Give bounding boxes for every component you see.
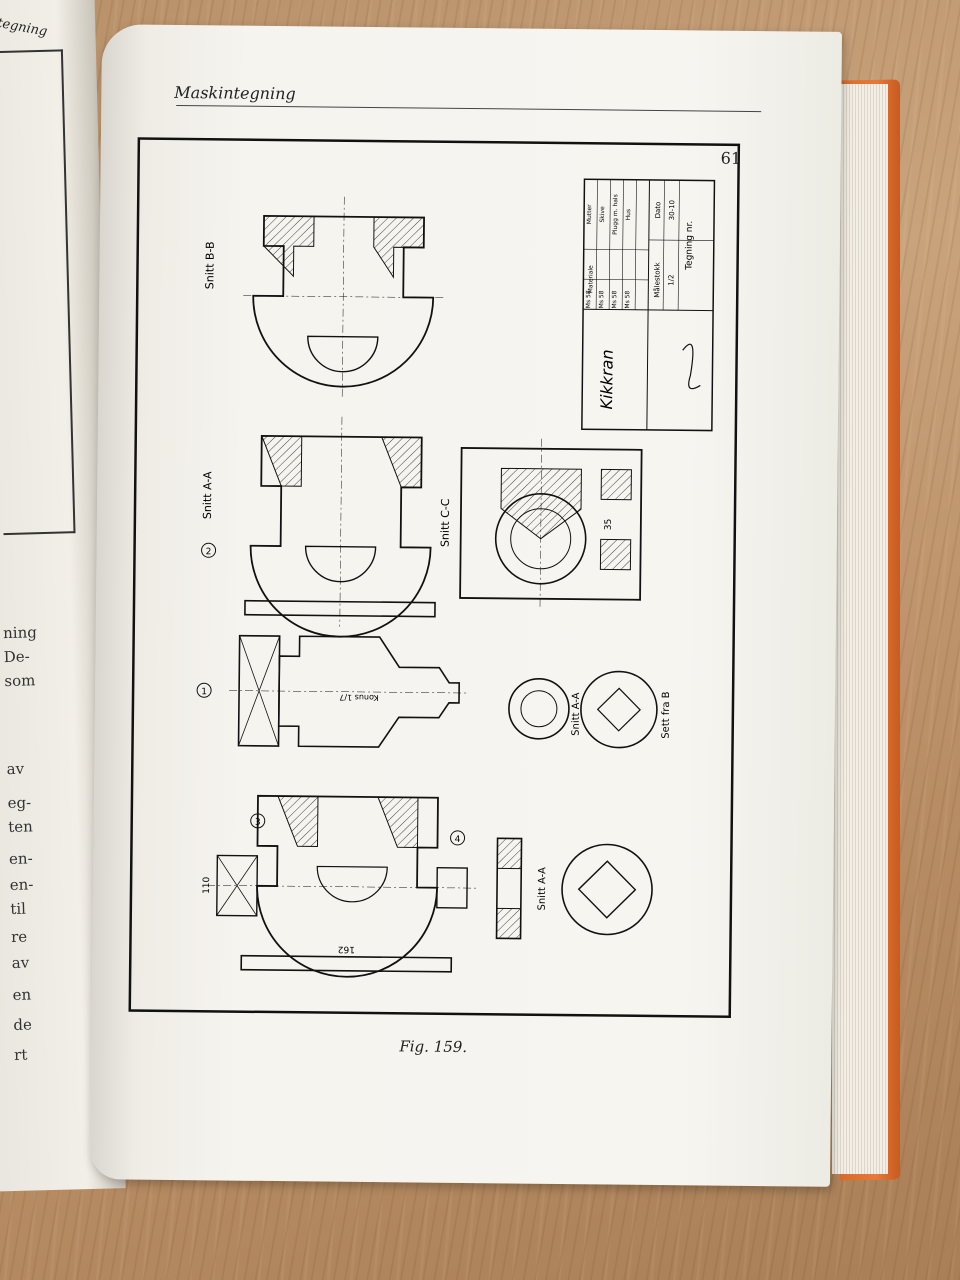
label-plug-konus: Konus 1/7 [339,693,379,702]
left-page-text-fragment: eg- [7,793,32,813]
left-page-text-fragment: til [10,899,27,919]
figure-caption: Fig. 159. [399,1037,468,1057]
book-page-edges [832,84,888,1174]
label-snitt-cc: Snitt C-C [439,498,453,547]
dim-cc-35: 35 [604,519,614,531]
title-block-material-label: Materiale [587,265,594,293]
signature [682,343,701,390]
label-washer-aa: Snitt A-A [537,867,548,911]
left-page-drawing-fragment [0,49,76,536]
technical-drawing: Kikkran Tegning nr. Dato 30-10 Målestokk… [128,137,741,1019]
left-page-header: integning [0,13,49,40]
title-block-title: Kikkran [597,349,617,409]
section-bb-view: Snitt B-B [203,196,444,397]
title-block: Kikkran Tegning nr. Dato 30-10 Målestokk… [581,178,716,432]
left-page-text-fragment: rt [13,1045,28,1064]
drawing-frame [128,137,741,1019]
label-sett-b: Sett fra B [661,691,672,739]
title-block-date: 30-10 [668,200,676,220]
section-aa-view: Snitt A-A 2 [201,416,436,638]
washer-view: Snitt A-A [495,837,653,940]
parts-row-name: Plugg m. hals [612,194,619,235]
left-page-text-fragment: de [13,1015,33,1034]
left-page-text-fragment: De- [3,647,30,667]
parts-row-name: Mutter [586,204,593,224]
title-block-scale: 1/2 [667,274,675,285]
parts-row-material: Ms 58 [585,290,592,308]
right-page: Maskintegning 61 Kikkran Tegning nr. Dat… [89,24,843,1187]
title-block-date-label: Dato [654,202,662,219]
dim-assembly-110: 110 [202,876,212,894]
parts-row-name: Skive [599,206,606,223]
running-head: Maskintegning [174,82,296,104]
plug-end-view: Snitt A-A Sett fra B [508,670,672,749]
parts-row-name: Hus [625,209,632,221]
marker-2: 2 [206,547,212,557]
left-page-text-fragment: re [10,927,28,947]
title-block-scale-label: Målestokk [652,261,661,297]
header-rule [176,104,762,113]
label-snitt-bb: Snitt B-B [203,241,216,289]
marker-4: 4 [455,835,461,845]
left-page-text-fragment: ning [2,623,38,643]
parts-row-material: Ms 58 [611,290,618,308]
left-page-text-fragment: av [11,953,30,972]
label-plug-aa: Snitt A-A [571,692,582,736]
marker-3: 3 [255,818,261,828]
dim-assembly-162: 162 [338,944,355,954]
left-page-text-fragment: en- [8,849,33,869]
parts-row-material: Ms 58 [624,291,631,309]
left-page-text-fragment: ten [7,817,33,837]
parts-row-material: Ms 58 [598,290,605,308]
title-block-drawing-no: Tegning nr. [685,221,696,271]
label-snitt-aa-body: Snitt A-A [201,471,215,519]
left-page-text-fragment: en- [9,875,34,895]
parts-list: Mutter Ms 58 Skive Ms 58 Plugg m. hals Ms 58 H… [585,194,632,309]
assembly-view: 162 110 3 4 [202,794,478,978]
left-page-text-fragment: av [6,759,25,779]
left-page-text-fragment: en [12,985,32,1004]
plug-view: Konus 1/7 1 [196,634,470,748]
section-cc-view: Snitt C-C 35 [439,438,643,609]
marker-1: 1 [201,687,207,697]
left-page-text-fragment: som [4,671,36,691]
